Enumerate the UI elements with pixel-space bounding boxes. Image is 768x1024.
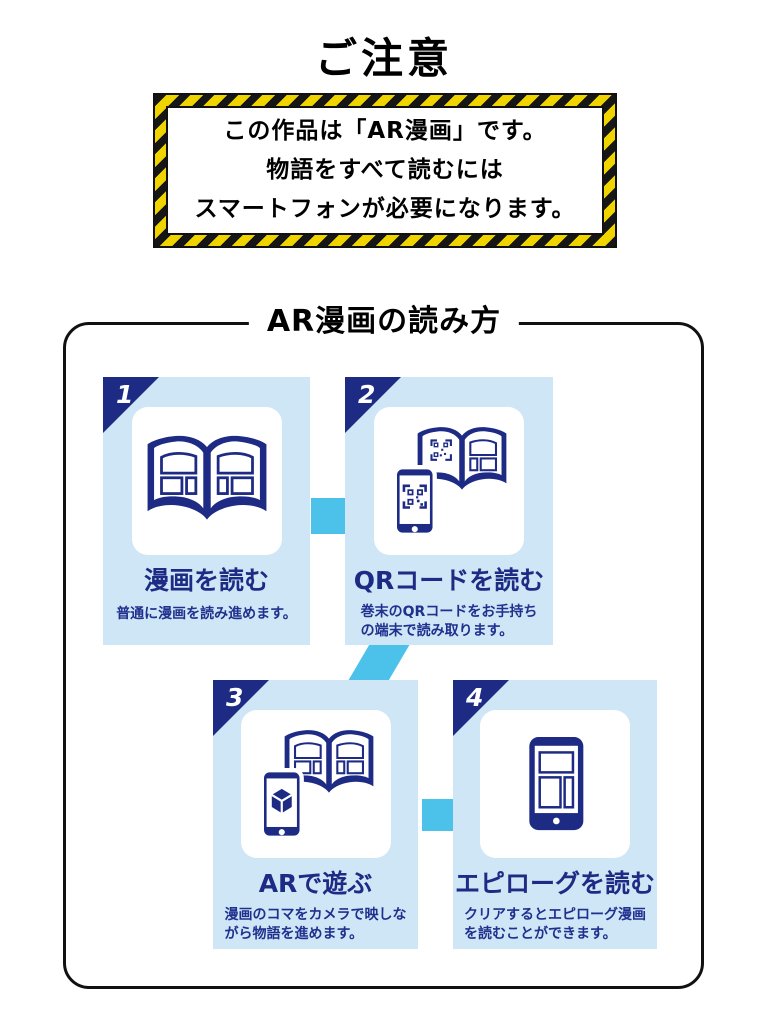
connector-step3-step4: [422, 799, 456, 831]
page-title: ご注意: [314, 34, 453, 83]
step-icon-box: [240, 710, 391, 858]
step-icon-box: [374, 407, 524, 555]
connector-step1-step2: [311, 498, 347, 534]
step-title: エピローグを読む: [454, 869, 655, 898]
step-number: 1: [116, 380, 134, 409]
qr-scan-icon: [392, 426, 507, 537]
warning-box: この作品は「AR漫画」です。 物語をすべて読むには スマートフォンが必要になりま…: [153, 93, 617, 248]
step-card-2: 2: [345, 377, 553, 645]
step-number: 3: [226, 683, 244, 712]
step-icon-box: [480, 710, 630, 858]
step-number: 2: [358, 380, 376, 409]
howto-title: AR漫画の読み方: [248, 300, 520, 344]
step-description: 巻末のQRコードをお手持ち の端末で読み取ります。: [360, 604, 538, 639]
step-card-3: 3: [213, 680, 418, 949]
step-icon-box: [131, 407, 282, 555]
manga-book-icon: [147, 435, 266, 520]
step-description: 漫画のコマをカメラで映しな がら物語を進めます。: [224, 907, 407, 942]
step-title: 漫画を読む: [143, 566, 269, 595]
step-card-1: 1 漫画を読む 普通に漫画を読み進めます。: [103, 377, 310, 645]
warning-box-inner: この作品は「AR漫画」です。 物語をすべて読むには スマートフォンが必要になりま…: [166, 106, 604, 235]
step-title: ARで遊ぶ: [258, 869, 373, 898]
warning-text: この作品は「AR漫画」です。 物語をすべて読むには スマートフォンが必要になりま…: [194, 118, 576, 222]
step-description: 普通に漫画を読み進めます。: [116, 606, 297, 622]
step-description: クリアするとエピローグ漫画 を読むことができます。: [464, 907, 646, 942]
step-number: 4: [466, 683, 484, 712]
ar-play-icon: [259, 729, 373, 840]
epilogue-phone-icon: [528, 737, 583, 831]
step-card-4: 4 エピローグを読む クリアするとエピローグ漫画 を読むことができます。: [453, 680, 657, 949]
step-title: QRコードを読む: [353, 566, 545, 595]
